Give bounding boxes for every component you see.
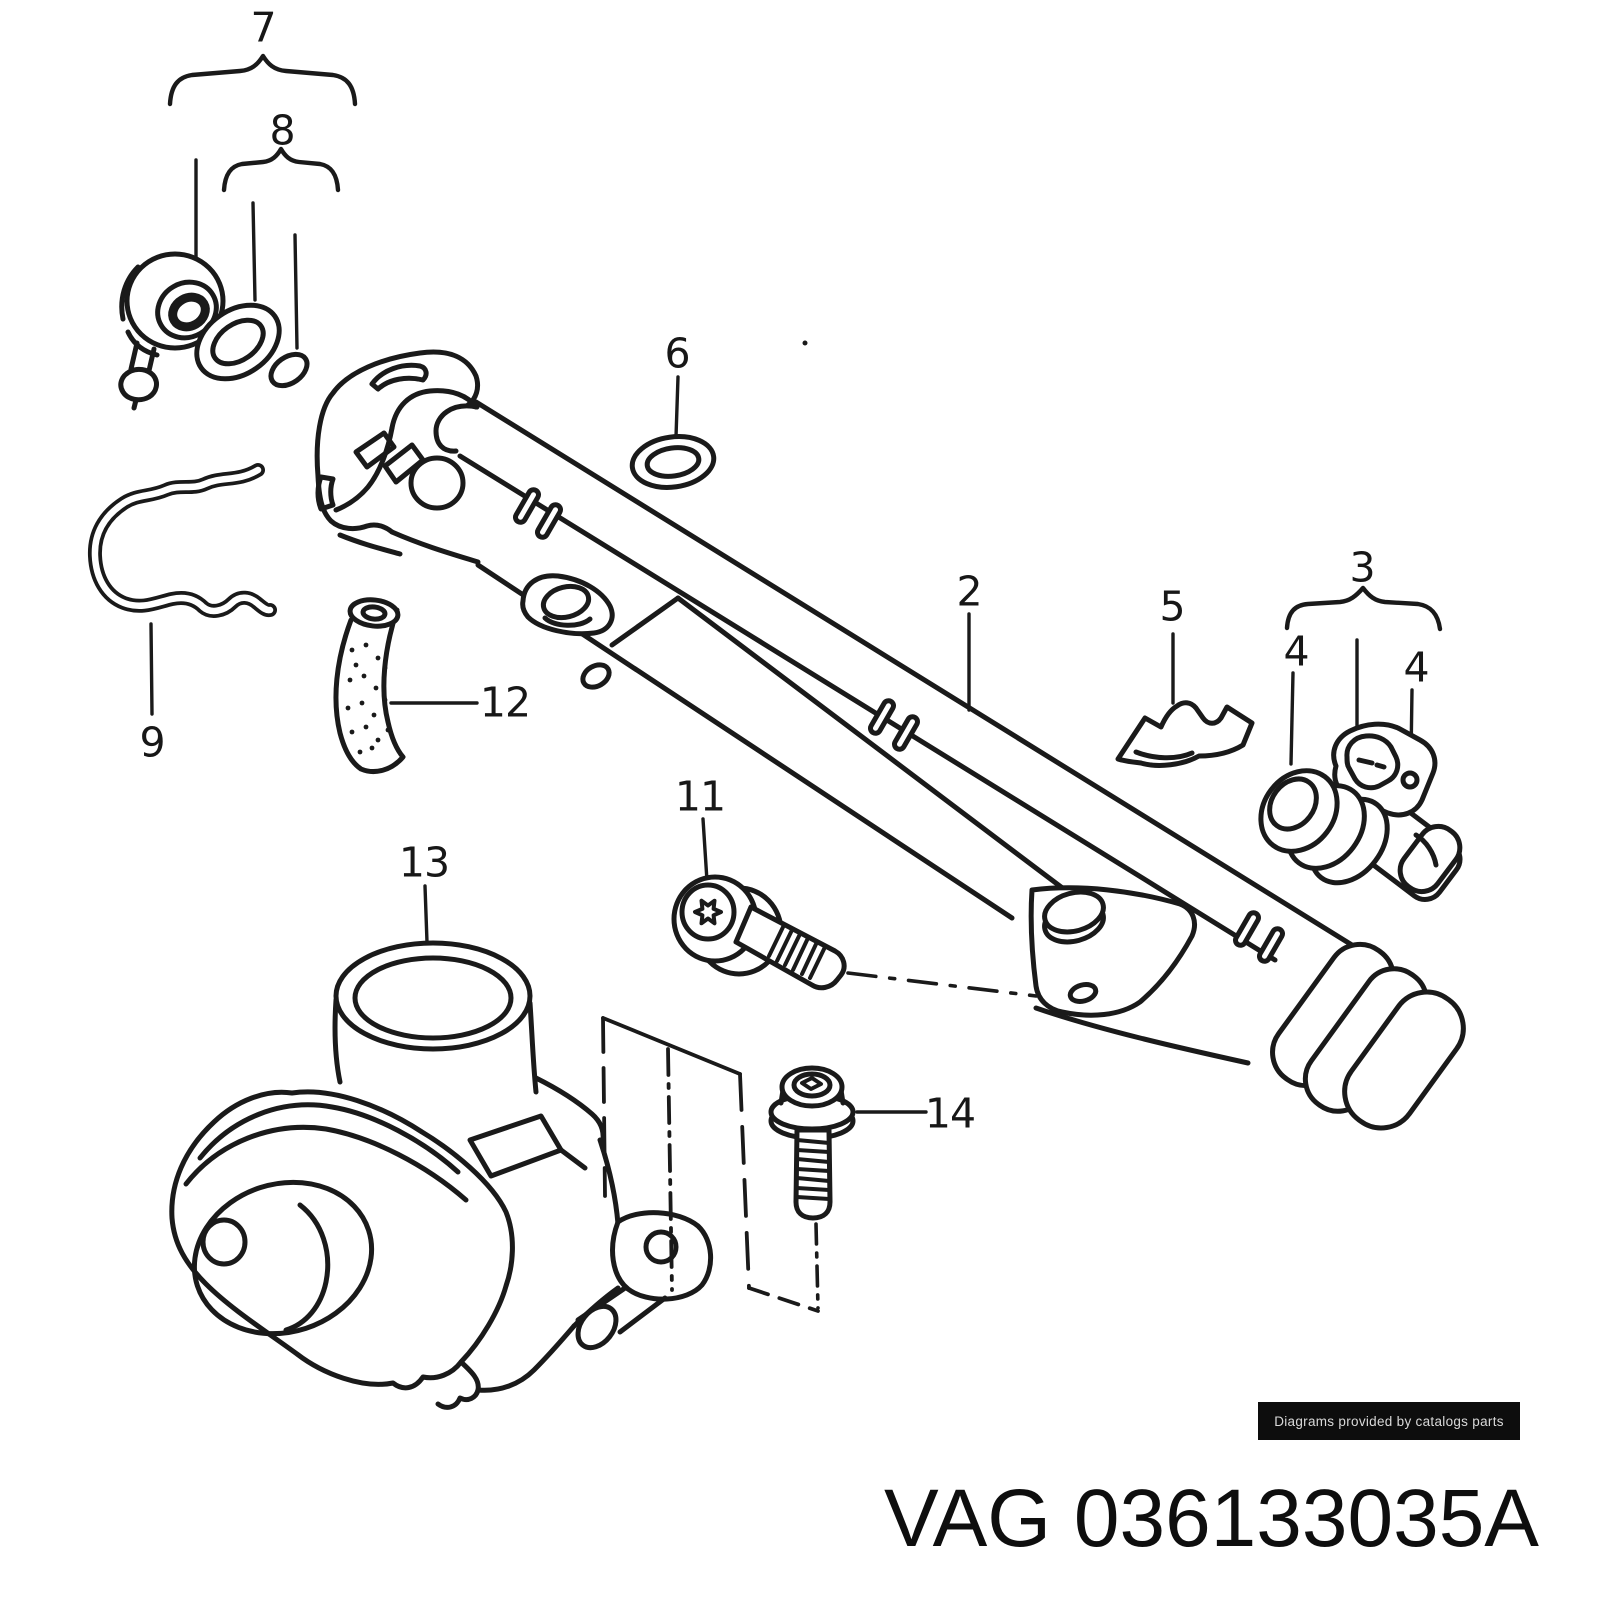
rail-vent-slits (513, 487, 1285, 964)
o-ring (629, 434, 717, 490)
rail-middle-lug (520, 573, 615, 637)
callout-3: 3 (1349, 543, 1375, 592)
gasket-plane-dashed (601, 1016, 820, 1313)
group-braces (167, 53, 1443, 632)
torx-mark (800, 1076, 823, 1091)
throttle-body (169, 940, 820, 1410)
callout-13: 13 (398, 838, 450, 887)
brace-8 (221, 146, 341, 193)
fuel-rail (314, 349, 1466, 1131)
brace-7 (167, 53, 358, 107)
rail-bolt (671, 874, 1038, 998)
injector-upper-oring (1258, 768, 1390, 886)
brace-3 (1284, 585, 1443, 632)
watermark-text: Diagrams provided by catalogs parts (1274, 1413, 1504, 1429)
callout-2: 2 (956, 567, 982, 616)
callout-7: 7 (250, 3, 276, 52)
bolt-alignment-dashes (846, 971, 1038, 998)
rail-flange (314, 349, 481, 565)
callout-4-right: 4 (1403, 643, 1429, 692)
callout-4-left: 4 (1283, 627, 1309, 676)
callout-6: 6 (664, 329, 690, 378)
retaining-clip (87, 463, 277, 618)
callout-14: 14 (924, 1089, 976, 1138)
callout-8: 8 (269, 106, 295, 155)
bolt-axis-dashes (814, 1222, 820, 1310)
print-speck (802, 340, 808, 346)
callout-5: 5 (1159, 582, 1185, 631)
callout-12: 12 (479, 678, 531, 727)
torx-socket (693, 898, 723, 926)
watermark-banner: Diagrams provided by catalogs parts (1258, 1402, 1520, 1440)
injector-connector (1331, 721, 1438, 818)
rail-lower-bracket (1028, 885, 1251, 1066)
seal-ring (194, 302, 282, 382)
injector-clip (1115, 700, 1255, 768)
cap-assembly (118, 251, 226, 411)
callout-9: 9 (139, 718, 165, 767)
breather-hose (333, 597, 406, 774)
hose-texture-dots (345, 642, 391, 755)
part-number: VAG 036133035A (884, 1473, 1539, 1564)
injector-lower-oring (1397, 823, 1463, 895)
rail-small-port (580, 662, 612, 690)
throttle-bolt (768, 1065, 856, 1310)
rail-end-fitting (1270, 941, 1466, 1131)
callout-11: 11 (674, 772, 726, 821)
leader-lines (149, 158, 1414, 1114)
throttle-mounting-lug (575, 1210, 714, 1351)
seal-washer (268, 351, 310, 389)
fuel-injector (1258, 721, 1463, 902)
